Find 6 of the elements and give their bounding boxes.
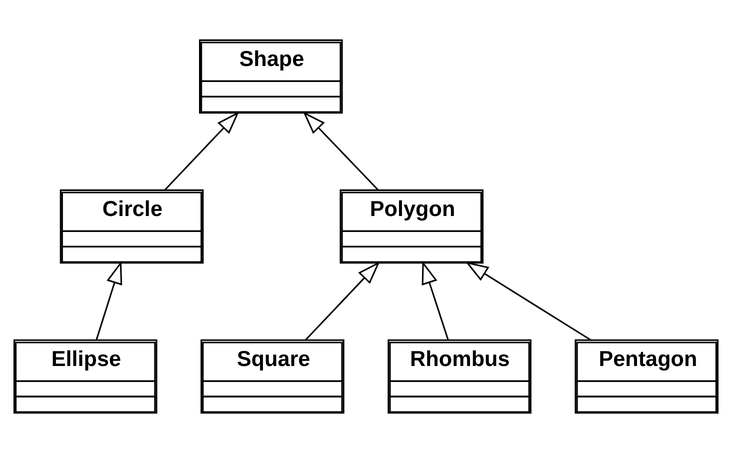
arrow — [465, 262, 592, 341]
arrow — [164, 111, 240, 191]
arrow — [96, 260, 122, 340]
arrow — [422, 260, 449, 340]
arrow — [302, 111, 379, 191]
arrow — [304, 261, 380, 341]
